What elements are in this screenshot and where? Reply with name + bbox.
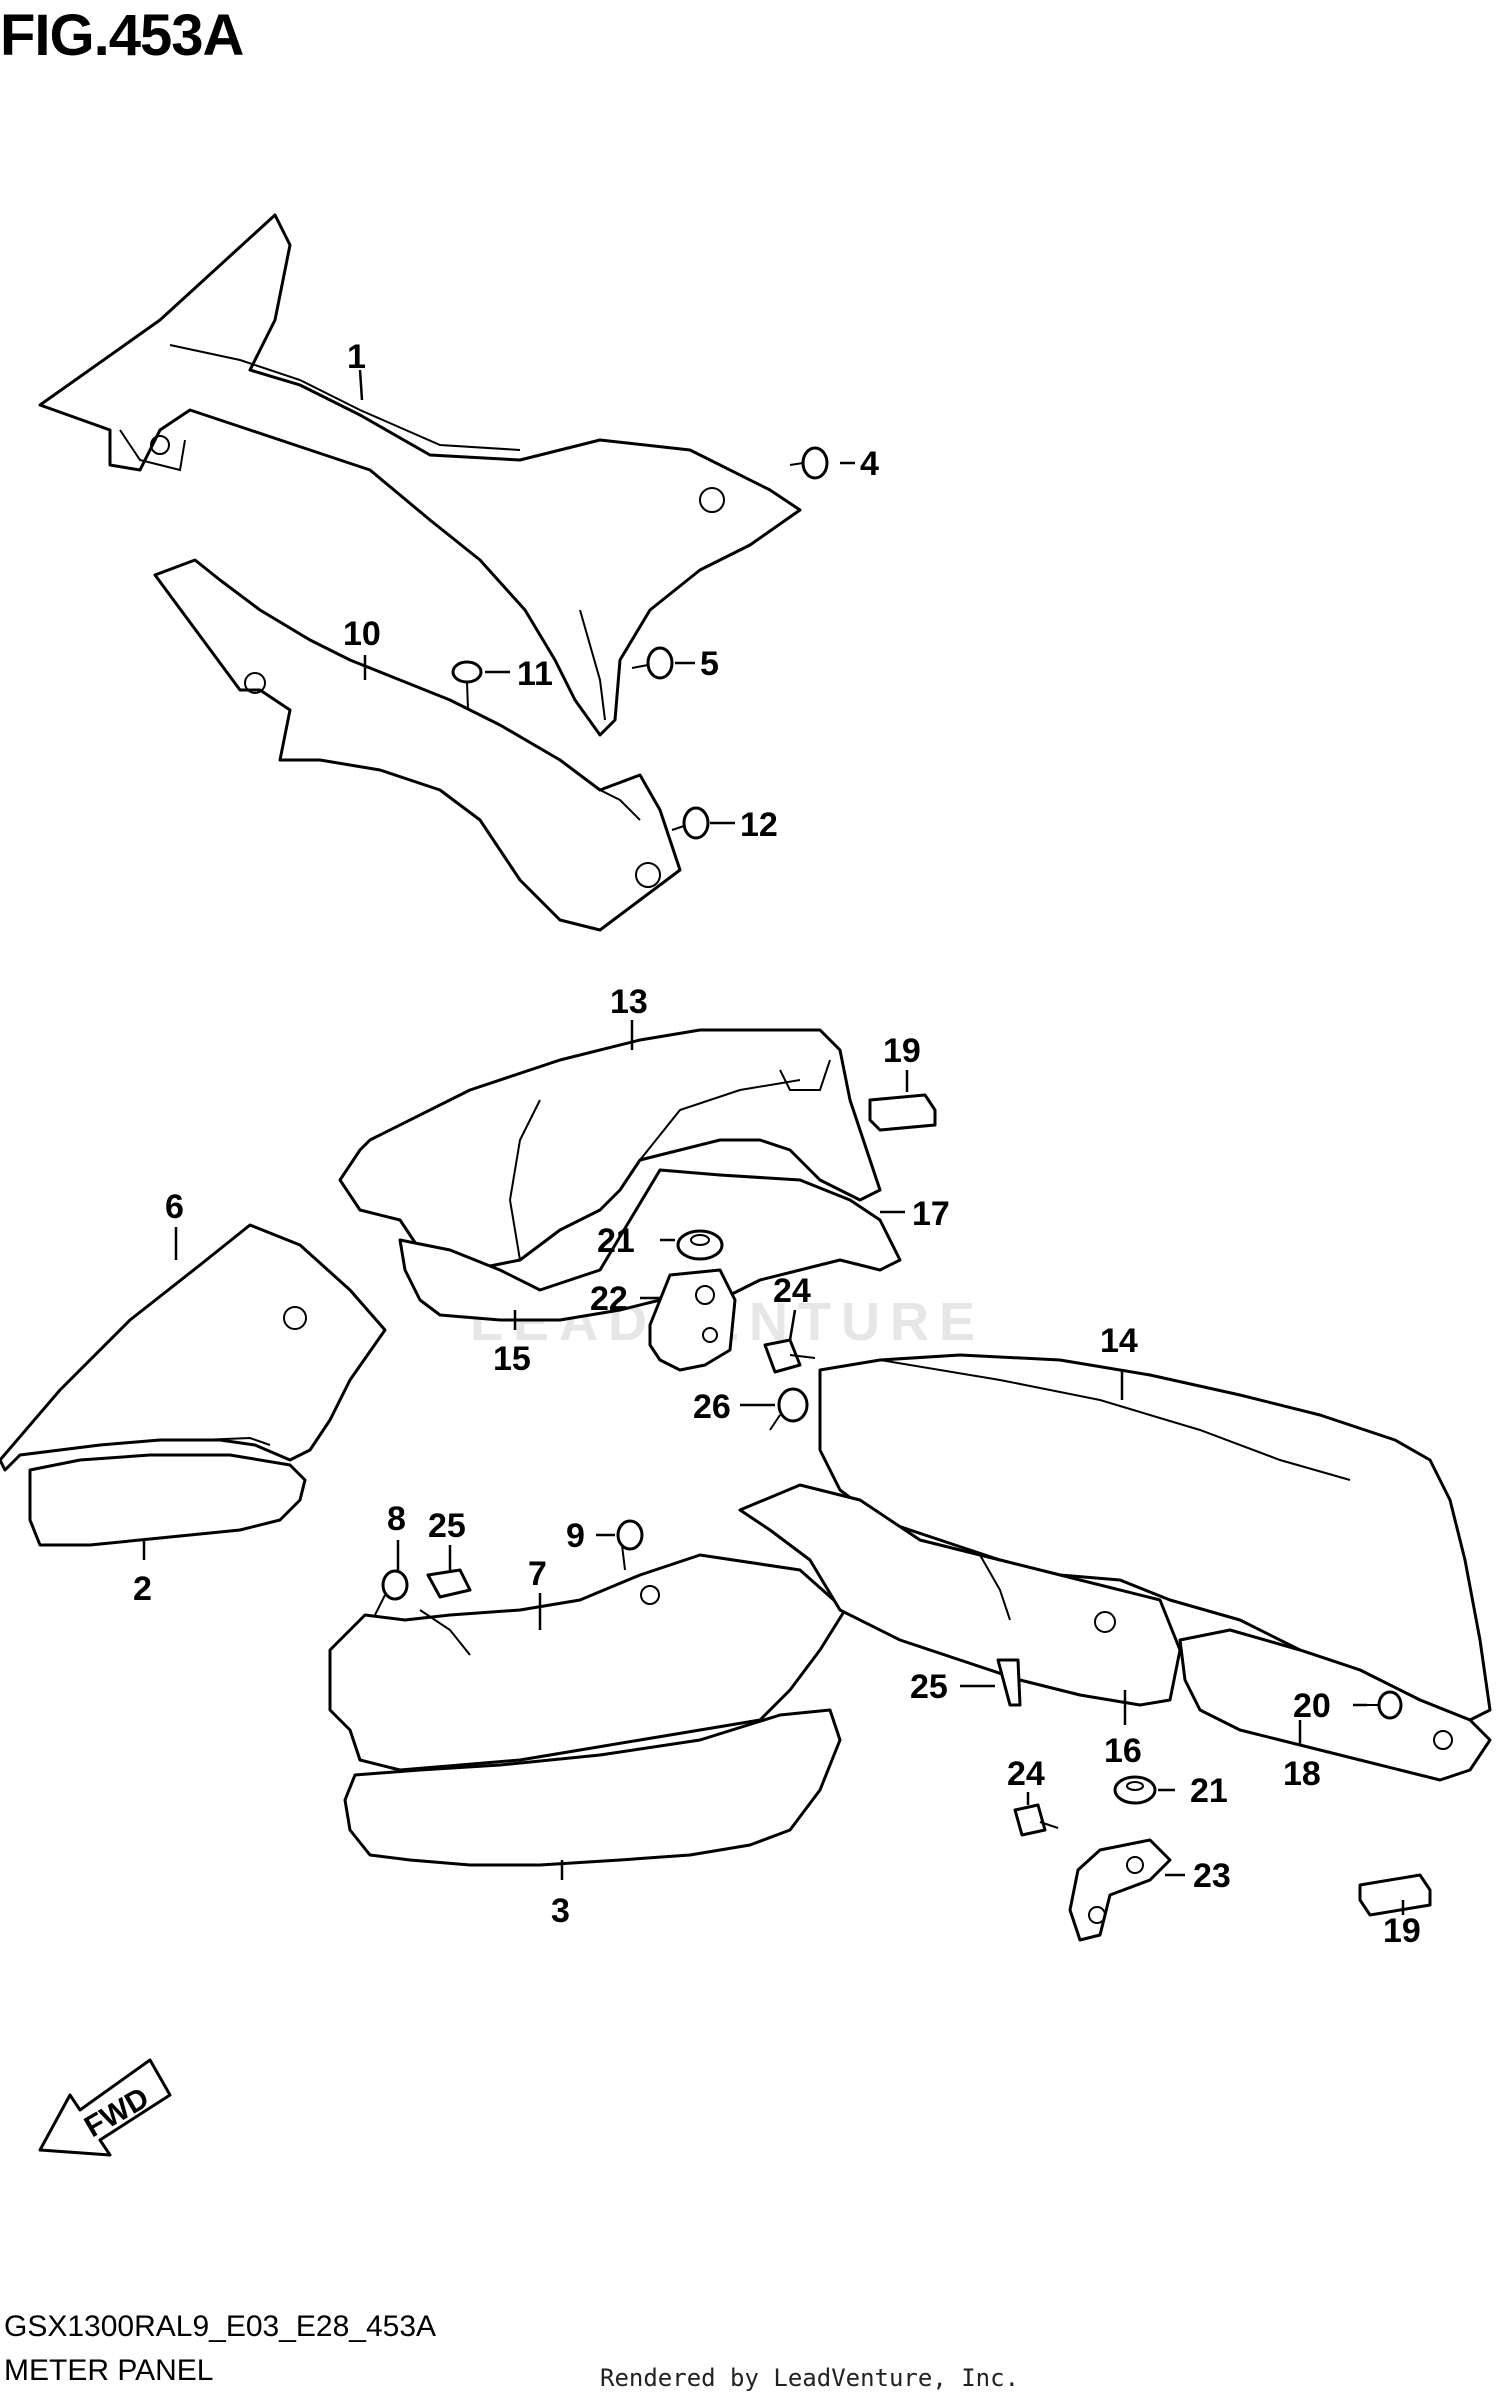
callout-13: 13 bbox=[610, 983, 648, 1021]
callout-2: 2 bbox=[133, 1570, 152, 1608]
part-2-left-cover-lower[interactable] bbox=[28, 1453, 307, 1547]
part-24-bolt-lower[interactable] bbox=[1013, 1803, 1059, 1837]
callout-12: 12 bbox=[740, 806, 778, 844]
figure-code: GSX1300RAL9_E03_E28_453A bbox=[4, 2310, 437, 2343]
part-9-screw[interactable] bbox=[616, 1519, 644, 1571]
callout-3: 3 bbox=[551, 1892, 570, 1930]
part-21-grommet-lower[interactable] bbox=[1113, 1775, 1157, 1805]
callout-19-lower: 19 bbox=[1383, 1912, 1421, 1950]
leader-lines bbox=[142, 369, 1405, 1915]
fwd-arrow-icon: FWD bbox=[38, 2058, 172, 2157]
part-18-right-cover-tail[interactable] bbox=[1178, 1628, 1492, 1782]
figure-title: FIG.453A bbox=[0, 3, 244, 68]
part-7-center-cover-upper[interactable] bbox=[328, 1553, 847, 1772]
callout-18: 18 bbox=[1283, 1755, 1321, 1793]
callout-21-upper: 21 bbox=[597, 1222, 635, 1260]
callout-19-upper: 19 bbox=[883, 1032, 921, 1070]
callout-5: 5 bbox=[700, 645, 719, 683]
part-4-fastener[interactable] bbox=[789, 446, 829, 480]
part-13-duct-upper[interactable] bbox=[338, 1028, 882, 1272]
callout-8: 8 bbox=[387, 1500, 406, 1538]
callout-26: 26 bbox=[693, 1388, 731, 1426]
callout-16: 16 bbox=[1104, 1732, 1142, 1770]
part-22-bracket[interactable] bbox=[648, 1268, 737, 1372]
part-11-fastener[interactable] bbox=[451, 660, 483, 711]
callout-21-lower: 21 bbox=[1190, 1772, 1228, 1810]
callout-22: 22 bbox=[590, 1280, 628, 1318]
callout-10: 10 bbox=[343, 615, 381, 653]
callout-7: 7 bbox=[528, 1555, 547, 1593]
part-6-left-cover-upper[interactable] bbox=[0, 1223, 387, 1472]
part-3-center-cover-lower[interactable] bbox=[343, 1708, 842, 1867]
callout-15: 15 bbox=[493, 1340, 531, 1378]
part-12-fastener[interactable] bbox=[671, 806, 710, 840]
part-8-screw[interactable] bbox=[374, 1569, 409, 1616]
part-19-block-upper[interactable] bbox=[868, 1093, 937, 1132]
callout-1: 1 bbox=[347, 338, 366, 376]
part-24-bolt-upper[interactable] bbox=[763, 1338, 816, 1374]
part-19-block-lower[interactable] bbox=[1358, 1873, 1432, 1917]
part-1-upper-panel[interactable] bbox=[38, 213, 802, 737]
render-credit: Rendered by LeadVenture, Inc. bbox=[600, 2364, 1020, 2392]
part-16-right-cover-lower[interactable] bbox=[738, 1483, 1182, 1707]
callout-20: 20 bbox=[1293, 1687, 1331, 1725]
part-25-nut-upper[interactable] bbox=[426, 1568, 472, 1599]
callout-23: 23 bbox=[1193, 1857, 1231, 1895]
callout-11: 11 bbox=[517, 655, 553, 693]
part-5-fastener[interactable] bbox=[631, 646, 674, 680]
callout-25-upper: 25 bbox=[428, 1507, 466, 1545]
part-10-lower-panel[interactable] bbox=[153, 558, 682, 932]
callout-4: 4 bbox=[860, 445, 879, 483]
callout-24-lower: 24 bbox=[1007, 1755, 1045, 1793]
part-26-screw[interactable] bbox=[769, 1387, 809, 1431]
figure-name: METER PANEL bbox=[4, 2354, 214, 2387]
callout-25-lower: 25 bbox=[910, 1668, 948, 1706]
part-21-grommet-upper[interactable] bbox=[676, 1229, 724, 1261]
callout-9: 9 bbox=[566, 1517, 585, 1555]
callout-6: 6 bbox=[165, 1188, 184, 1226]
callout-24-upper: 24 bbox=[773, 1272, 811, 1310]
callout-17: 17 bbox=[912, 1195, 950, 1233]
part-15-duct-lower[interactable] bbox=[398, 1168, 902, 1322]
part-25-clip-lower[interactable] bbox=[996, 1658, 1022, 1707]
part-20-screw[interactable] bbox=[1365, 1690, 1403, 1720]
callout-14: 14 bbox=[1100, 1322, 1138, 1360]
part-23-bracket[interactable] bbox=[1068, 1838, 1172, 1942]
